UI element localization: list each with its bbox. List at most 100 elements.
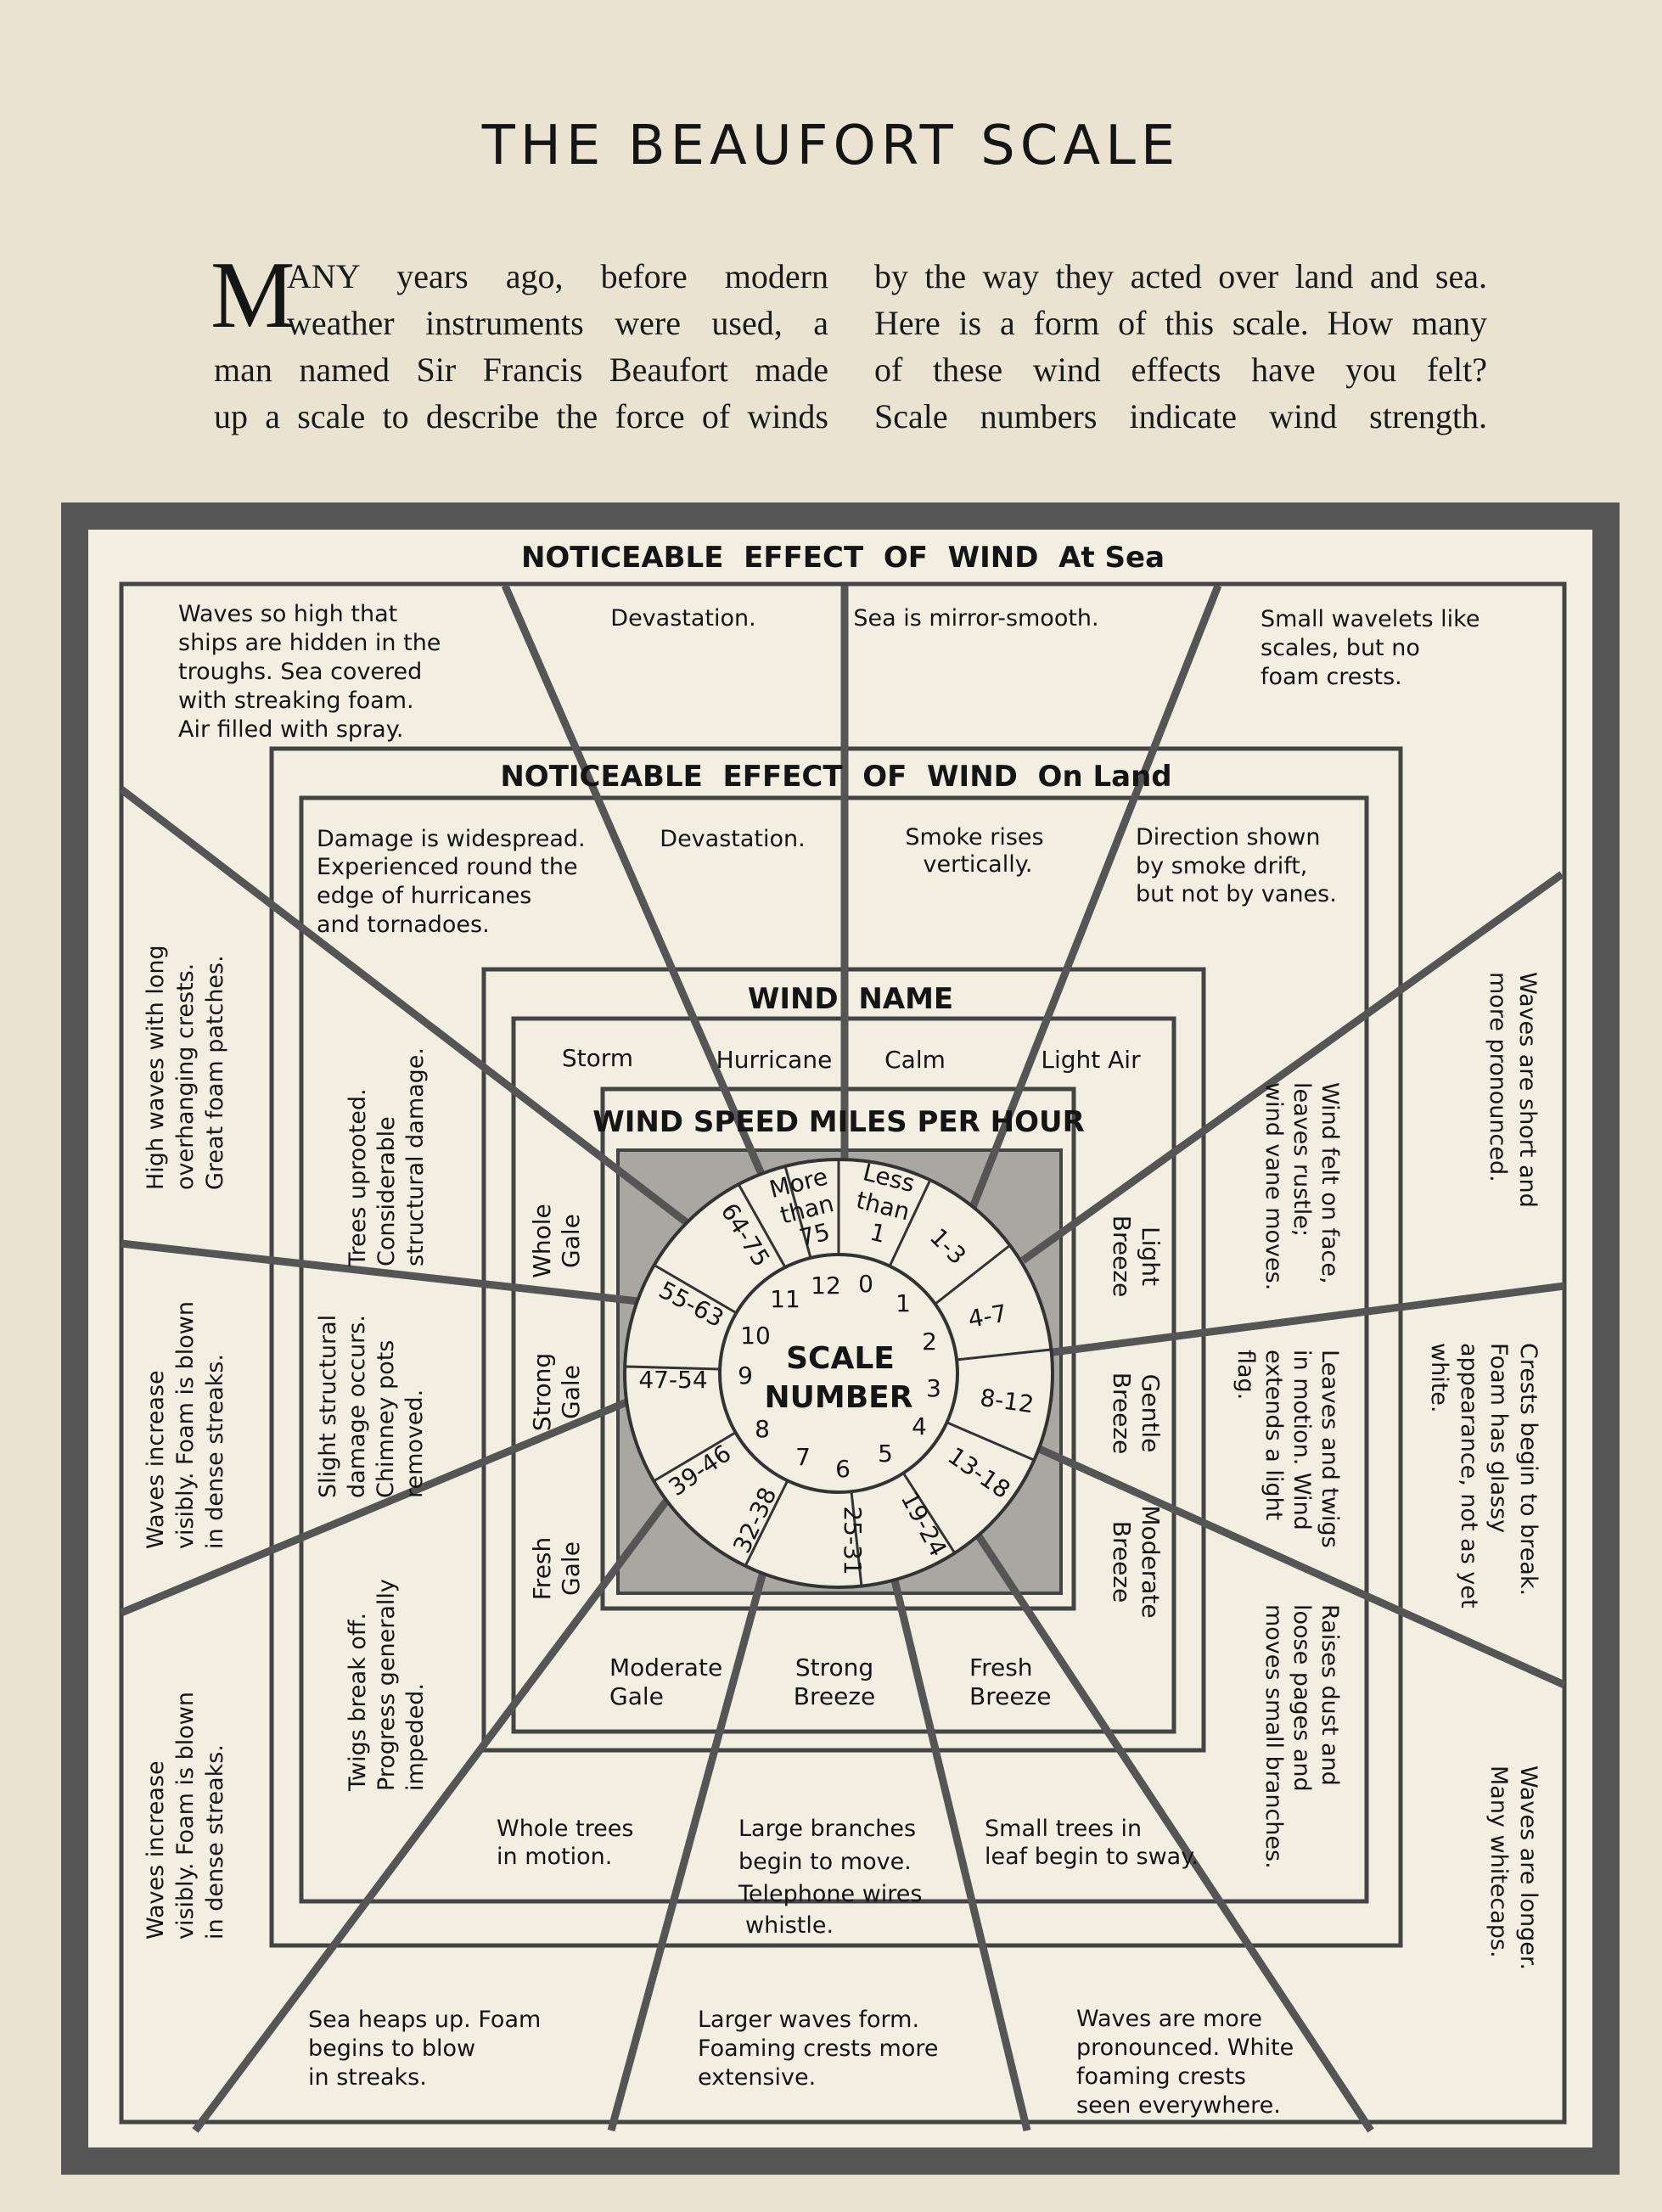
wind-name-moderate-breeze: Breeze [1108,1521,1136,1603]
divider-line [887,1564,1031,2132]
wind-name-gentle-breeze: Breeze [1108,1373,1136,1454]
sea-effect: scales, but no [1261,635,1420,661]
land-effect: Trees uprooted. [345,1088,371,1267]
scale-number: 2 [922,1328,937,1356]
scale-number: 10 [740,1322,771,1350]
sea-effect: overhanging crests. [172,963,199,1190]
sector-line [956,1348,1052,1361]
intro-line: Here is a form of this scale. How many [874,304,1487,342]
divider-line [1020,871,1564,1264]
sector-line [888,1181,931,1267]
sea-effect: in dense streaks. [202,1354,228,1549]
sea-effect: in streaks. [308,2064,427,2091]
sea-header: NOTICEABLE EFFECT OF WIND At Sea [521,541,1165,575]
sea-effect: Waves are more [1076,2006,1262,2032]
sea-effect: Sea heaps up. Foam [308,2007,541,2033]
land-effect: Wind felt on face, [1317,1082,1343,1284]
wind-name-moderate-breeze: Moderate [1137,1505,1165,1618]
land-effect: flag. [1232,1350,1259,1400]
wind-name-fresh-gale: Gale [557,1541,585,1596]
intro-line: man named Sir Francis Beaufort made [214,351,828,389]
sea-effect: ships are hidden in the [178,630,441,656]
sea-effect: appearance, not as yet [1456,1343,1482,1608]
land-effect: Leaves and twigs [1317,1350,1343,1548]
scale-number: 1 [896,1289,911,1317]
wind-name-fresh-breeze: Fresh [969,1653,1033,1681]
intro-line: up a scale to describe the force of wind… [214,397,828,435]
scale-number: 7 [795,1443,811,1471]
divider-line [964,1517,1374,2133]
sea-effect: Air filled with spray. [178,716,403,743]
scale-number: 5 [878,1440,893,1468]
wind-name-strong-gale: Gale [557,1365,585,1419]
wind-name-whole-gale: Whole [528,1204,556,1278]
divider-line [119,786,694,1230]
sea-effect: Crests begin to break. [1515,1343,1541,1596]
land-effect: Slight structural [315,1315,341,1498]
divider-line [968,584,1222,1211]
sector-line [626,1365,721,1371]
sea-effect: Waves increase [143,1370,169,1549]
land-effect: Whole trees [497,1816,633,1842]
land-effect: edge of hurricanes [317,883,531,909]
land-effect: in motion. Wind [1289,1350,1315,1530]
divider-line [192,1487,678,2133]
sector-line [744,1479,789,1567]
land-box [299,795,1369,1904]
land-effects: Smoke rises vertically. Direction shown … [315,824,1343,1939]
intro-left-column-2: man named Sir Francis Beaufort made up a… [214,346,828,440]
sea-effect: white. [1426,1343,1452,1412]
intro-line: of these wind effects have you felt? [874,351,1487,389]
land-effect: Large branches [738,1816,916,1842]
intro-dropcap: M [211,243,295,348]
sea-effect: Small wavelets like [1261,606,1480,632]
land-effect: and tornadoes. [317,912,490,938]
intro-right-column: by the way they acted over land and sea.… [874,253,1487,440]
wind-name-light-breeze: Light [1137,1227,1165,1286]
land-effect: loose pages and [1289,1604,1315,1792]
sector-line [850,1491,863,1587]
wind-name-strong-breeze: Breeze [794,1682,875,1710]
intro-line: ANY years ago, before modern [287,257,828,295]
wind-name-fresh-breeze: Breeze [969,1682,1051,1710]
scale-number: 6 [835,1455,851,1483]
land-header: NOTICEABLE EFFECT OF WIND On Land [500,760,1171,794]
wind-name-light-air: Light Air [1041,1046,1141,1074]
land-effect: Experienced round the [317,854,578,880]
land-effect: by smoke drift, [1136,853,1307,879]
sector-line [935,1244,1011,1305]
sea-effect: begins to blow [308,2035,475,2062]
radial-dividers [119,584,1566,2133]
scale-numbers: 0 1 2 3 4 5 6 7 8 9 10 11 12 [738,1270,941,1483]
land-effect: Progress generally [373,1579,400,1791]
sea-effect: more pronounced. [1485,972,1511,1182]
land-effect: structural damage. [402,1047,429,1266]
scale-number: 9 [738,1361,753,1390]
land-effect: leaf begin to sway. [985,1844,1199,1870]
sea-effects: Sea is mirror-smooth. Small wavelets lik… [143,601,1541,2119]
page-title: THE BEAUFORT SCALE [481,115,1181,177]
sector-line [783,1165,812,1259]
sector-line [737,1183,787,1268]
land-effect: wind vane moves. [1261,1082,1287,1290]
wind-name-calm: Calm [884,1046,946,1074]
wind-name-moderate-gale: Gale [609,1682,664,1710]
land-effect: whistle. [745,1912,834,1939]
center-label: NUMBER [765,1380,913,1415]
sea-effect: Sea is mirror-smooth. [853,605,1098,632]
land-effect: begin to move. [738,1849,912,1875]
intro-line: weather instruments were used, a [287,304,828,342]
intro-line: Scale numbers indicate wind strength. [874,397,1487,435]
divider-line [607,1552,772,2132]
sea-effect: foam crests. [1261,664,1402,690]
land-effect: Twigs break off. [345,1613,371,1792]
sea-effect: foaming crests [1076,2063,1246,2090]
sea-effect: visibly. Foam is blown [172,1692,199,1940]
land-effect: Damage is widespread. [317,826,586,852]
scale-number: 4 [912,1412,927,1440]
sea-effect: extensive. [698,2064,816,2091]
land-effect: Direction shown [1136,824,1320,851]
land-effect: Considerable [373,1116,400,1266]
sea-effect: Larger waves form. [698,2007,919,2033]
